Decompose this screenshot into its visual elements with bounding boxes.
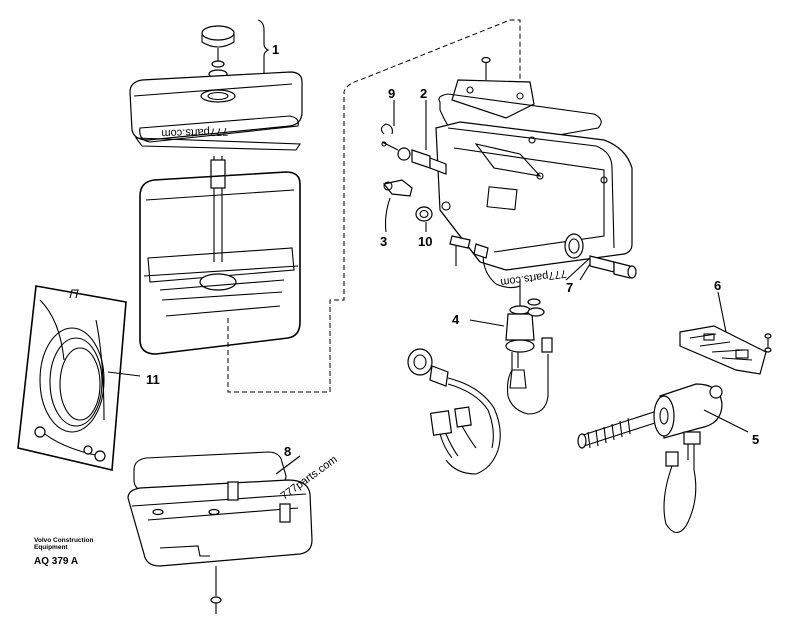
watermark-box: 777parts.com [500, 267, 568, 288]
figure-caption: Volvo Construction Equipment AQ 379 A [34, 537, 93, 567]
callout-3: 3 [380, 234, 387, 249]
callout-4: 4 [452, 312, 460, 327]
callout-2: 2 [420, 86, 427, 101]
callout-10: 10 [418, 234, 432, 249]
part-10-plug [415, 206, 433, 232]
lid-gasket [139, 115, 299, 143]
part-9-clip [380, 100, 399, 151]
control-box [435, 56, 633, 271]
figure-code: AQ 379 A [34, 556, 79, 568]
watermark-lid: 777parts.com [161, 125, 228, 139]
callout-9: 9 [388, 86, 395, 101]
part-5-solenoid [577, 383, 749, 534]
part-7-connectors [565, 255, 637, 281]
manufacturer-line-2: Equipment [34, 544, 68, 552]
manufacturer-line-1: Volvo Construction [34, 537, 94, 544]
part-2-fitting [397, 100, 447, 175]
reservoir-lid [129, 71, 303, 141]
wiring-harness [407, 348, 501, 475]
callout-7: 7 [566, 280, 573, 295]
callout-6: 6 [714, 278, 721, 293]
part-6-circuit-board [679, 291, 772, 375]
cable-kit-bag [17, 285, 141, 471]
part-3-elbow [382, 179, 413, 233]
reservoir-tank [139, 171, 301, 355]
dashed-leader-left [227, 19, 521, 393]
callout-11: 11 [146, 372, 160, 387]
callout-1: 1 [272, 42, 279, 57]
callout-8: 8 [284, 444, 291, 459]
reservoir-assembly [129, 19, 521, 393]
base-tray [127, 451, 313, 614]
part-4-sensor [469, 243, 553, 415]
mounting-screw [449, 235, 471, 266]
callout-5: 5 [752, 432, 759, 447]
